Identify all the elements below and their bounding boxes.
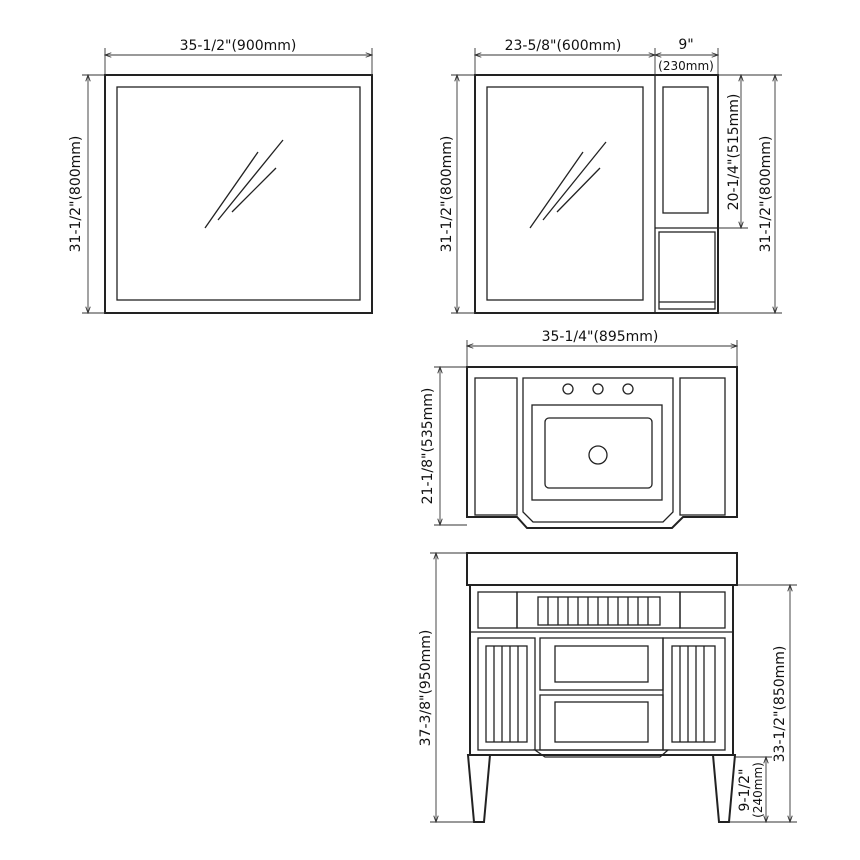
total-height-label: 31-1/2"(800mm): [758, 136, 774, 253]
top-depth-label: 21-1/8"(535mm): [420, 388, 436, 505]
tap-hole-icon: [622, 383, 634, 395]
sink-deck: [522, 377, 674, 523]
cabinet-height-label: 33-1/2"(850mm): [772, 646, 788, 763]
grille-slats: [537, 596, 661, 626]
cabinet-frame: [474, 74, 719, 314]
cabinet-width-in: 9": [678, 37, 693, 53]
left-height-label: 31-1/2"(800mm): [439, 136, 455, 253]
mirror-height-label: 31-1/2"(800mm): [68, 136, 84, 253]
glass-reflection-icon: [529, 141, 607, 229]
open-shelf: [658, 231, 716, 310]
leg-height-mm: (240mm): [751, 762, 765, 818]
left-door: [477, 637, 536, 751]
door-height-label: 20-1/4"(515mm): [726, 94, 742, 211]
countertop-outline: [466, 366, 738, 529]
mirror-width-label: 23-5/8"(600mm): [505, 38, 622, 54]
cabinet-width-mm: (230mm): [658, 59, 714, 73]
mirror-frame: [104, 74, 373, 314]
sink-basin: [544, 417, 653, 489]
left-leg: [466, 754, 492, 823]
side-cabinet-door: [662, 86, 709, 214]
tap-hole-icon: [562, 383, 574, 395]
drain-icon: [588, 445, 608, 465]
cabinet-mirror-glass: [486, 86, 644, 301]
total-height-label: 37-3/8"(950mm): [418, 630, 434, 747]
cabinet-body: [469, 584, 734, 756]
right-leg: [711, 754, 737, 823]
top-width-label: 35-1/4"(895mm): [542, 329, 659, 345]
mirror-view: 35-1/2"(900mm) 31-1/2"(800mm): [68, 38, 373, 314]
tap-hole-icon: [592, 383, 604, 395]
vanity-top-view: 35-1/4"(895mm) 21-1/8"(535mm): [420, 329, 738, 529]
leg-height-in: 9-1/2": [737, 769, 753, 812]
sink-rim: [531, 404, 663, 501]
glass-reflection-icon: [204, 139, 284, 229]
vanity-front-view: 37-3/8"(950mm) 33-1/2"(850mm) 9-1/2" (24…: [418, 552, 797, 823]
mirror-width-label: 35-1/2"(900mm): [180, 38, 297, 54]
mirror-glass: [116, 86, 361, 301]
mirror-cabinet-view: 23-5/8"(600mm) 9" (230mm) 31-1/2"(800mm)…: [439, 37, 782, 314]
right-door: [662, 637, 726, 751]
countertop: [466, 552, 738, 586]
